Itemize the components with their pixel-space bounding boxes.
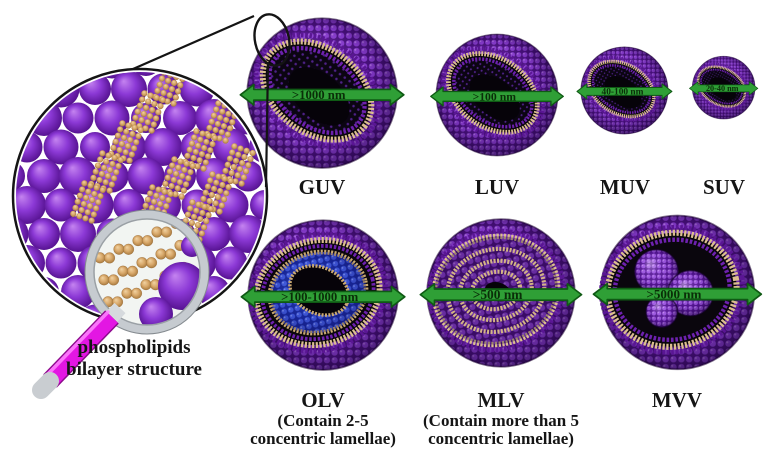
size-label-luv: >100 nm (473, 90, 517, 103)
label-mlv-sub1: (Contain more than 5 (423, 411, 579, 430)
label-luv: LUV (474, 175, 520, 199)
vesicle-mlv: >500 nm (419, 218, 583, 368)
size-arrow-olv: >100-1000 nm (240, 285, 406, 308)
size-arrow-mvv: >5000 nm (592, 282, 762, 306)
vesicle-guv: >1000 nm (239, 17, 405, 169)
vesicle-muv: 40-100 nm (576, 45, 672, 134)
label-suv: SUV (702, 175, 745, 199)
inset-caption-line1: phospholipids (77, 337, 191, 358)
label-olv-sub2: concentric lamellae) (250, 429, 396, 448)
size-arrow-muv: 40-100 nm (576, 82, 672, 99)
size-label-mvv: >5000 nm (646, 286, 701, 301)
size-arrow-luv: >100 nm (430, 86, 564, 107)
vesicle-olv: >100-1000 nm (240, 219, 406, 371)
size-label-muv: 40-100 nm (601, 87, 643, 97)
vesicle-mvv: >5000 nm (592, 214, 762, 370)
size-label-guv: >1000 nm (292, 88, 346, 102)
size-label-olv: >100-1000 nm (281, 290, 358, 304)
label-mvv: MVV (651, 388, 703, 412)
size-label-mlv: >500 nm (473, 287, 523, 302)
size-arrow-suv: 20-40 nm (689, 81, 759, 96)
label-olv: OLV (301, 388, 345, 412)
inset-caption-line2: bilayer structure (66, 359, 202, 380)
size-label-suv: 20-40 nm (706, 84, 739, 93)
vesicle-suv: 20-40 nm (689, 56, 759, 120)
size-arrow-guv: >1000 nm (239, 83, 405, 106)
inset-caption: phospholipids bilayer structure (28, 337, 240, 381)
label-mlv-sub2: concentric lamellae) (428, 429, 574, 448)
label-mlv: MLV (477, 388, 525, 412)
vesicle-luv: >100 nm (430, 33, 564, 157)
size-arrow-mlv: >500 nm (419, 283, 583, 307)
magnifying-glass-icon (32, 209, 210, 399)
label-olv-sub1: (Contain 2-5 (277, 411, 369, 430)
label-muv: MUV (599, 175, 651, 199)
label-guv: GUV (298, 175, 346, 199)
